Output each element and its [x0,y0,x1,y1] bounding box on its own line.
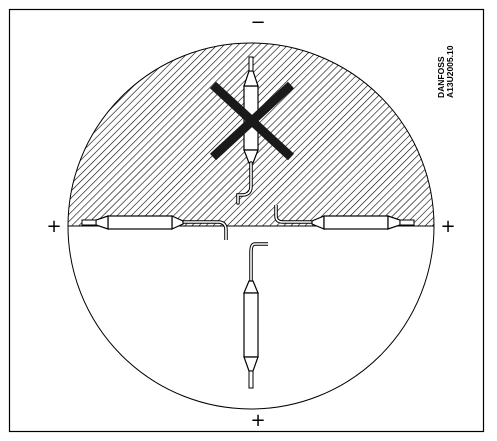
sign-left: + [46,216,61,237]
drawing-frame [8,8,485,433]
drawing-code: DANFOSS A13U2005.10 [436,45,455,98]
sign-bottom: + [250,410,265,431]
x-mark [209,81,295,161]
drawing-code-line1: DANFOSS [436,56,446,98]
right-drier [274,205,415,230]
drawing-code-line2: A13U2005.10 [445,45,455,98]
sign-top: − [250,12,265,33]
left-drier [81,215,228,240]
sign-right: + [440,216,455,237]
bottom-drier [243,242,268,389]
